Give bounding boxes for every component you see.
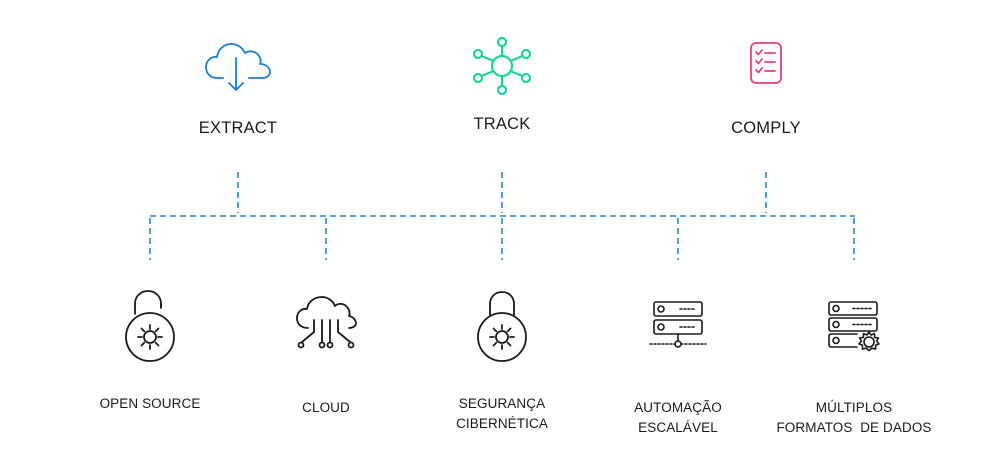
cloud-circuit-icon — [296, 296, 357, 349]
node-multiplos-label-line1: MÚLTIPLOS — [815, 400, 893, 415]
node-open-source-label-line1: OPEN SOURCE — [99, 396, 201, 411]
node-seguranca-label: SEGURANÇA CIBERNÉTICA — [402, 394, 602, 434]
checklist-icon — [750, 42, 782, 84]
node-automacao-label-line2: ESCALÁVEL — [638, 420, 718, 435]
server-network-icon — [649, 301, 707, 348]
node-multiplos-label-line2: FORMATOS DE DADOS — [776, 420, 932, 435]
node-cloud-label: CLOUD — [226, 398, 426, 418]
node-track-label: TRACK — [473, 115, 531, 133]
node-comply-label: COMPLY — [731, 119, 801, 137]
node-automacao-label-line1: AUTOMAÇÃO — [634, 400, 722, 415]
node-automacao-label: AUTOMAÇÃO ESCALÁVEL — [578, 398, 778, 438]
node-extract-label: EXTRACT — [198, 119, 278, 137]
padlock-closed-icon — [477, 291, 527, 362]
node-seguranca-label-line2: CIBERNÉTICA — [456, 416, 548, 431]
network-hub-icon — [472, 36, 532, 96]
padlock-open-icon — [125, 290, 175, 362]
cloud-download-icon — [205, 43, 271, 91]
node-seguranca-label-line1: SEGURANÇA — [458, 396, 546, 411]
server-gear-icon — [828, 301, 880, 352]
node-multiplos-label: MÚLTIPLOS FORMATOS DE DADOS — [754, 398, 954, 438]
node-open-source-label: OPEN SOURCE — [50, 394, 250, 414]
node-cloud-label-line1: CLOUD — [302, 400, 350, 415]
